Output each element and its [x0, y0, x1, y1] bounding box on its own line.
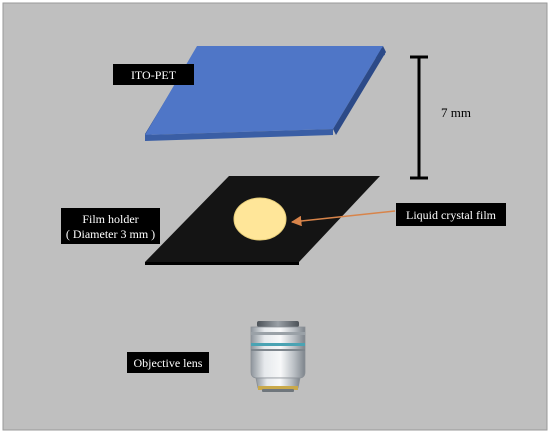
liquid-crystal-film-label-box: Liquid crystal film	[396, 203, 506, 226]
film-holder-label-box: Film holder ( Diameter 3 mm )	[61, 208, 160, 244]
ito-pet-label: ITO-PET	[131, 68, 177, 82]
liquid-crystal-film-label: Liquid crystal film	[406, 208, 497, 222]
ito-pet-plate	[145, 46, 386, 141]
liquid-crystal-film	[233, 197, 287, 241]
film-pointer-arrow	[290, 210, 396, 227]
objective-lens-label: Objective lens	[134, 356, 203, 370]
ito-pet-label-box: ITO-PET	[113, 64, 194, 85]
film-holder-label-line2: ( Diameter 3 mm )	[66, 227, 155, 241]
film-holder-label-line1: Film holder	[82, 212, 138, 226]
distance-label: 7 mm	[441, 105, 471, 120]
distance-scale-bar	[410, 55, 428, 180]
objective-lens-label-box: Objective lens	[127, 352, 209, 373]
objective-lens-icon	[250, 321, 306, 392]
